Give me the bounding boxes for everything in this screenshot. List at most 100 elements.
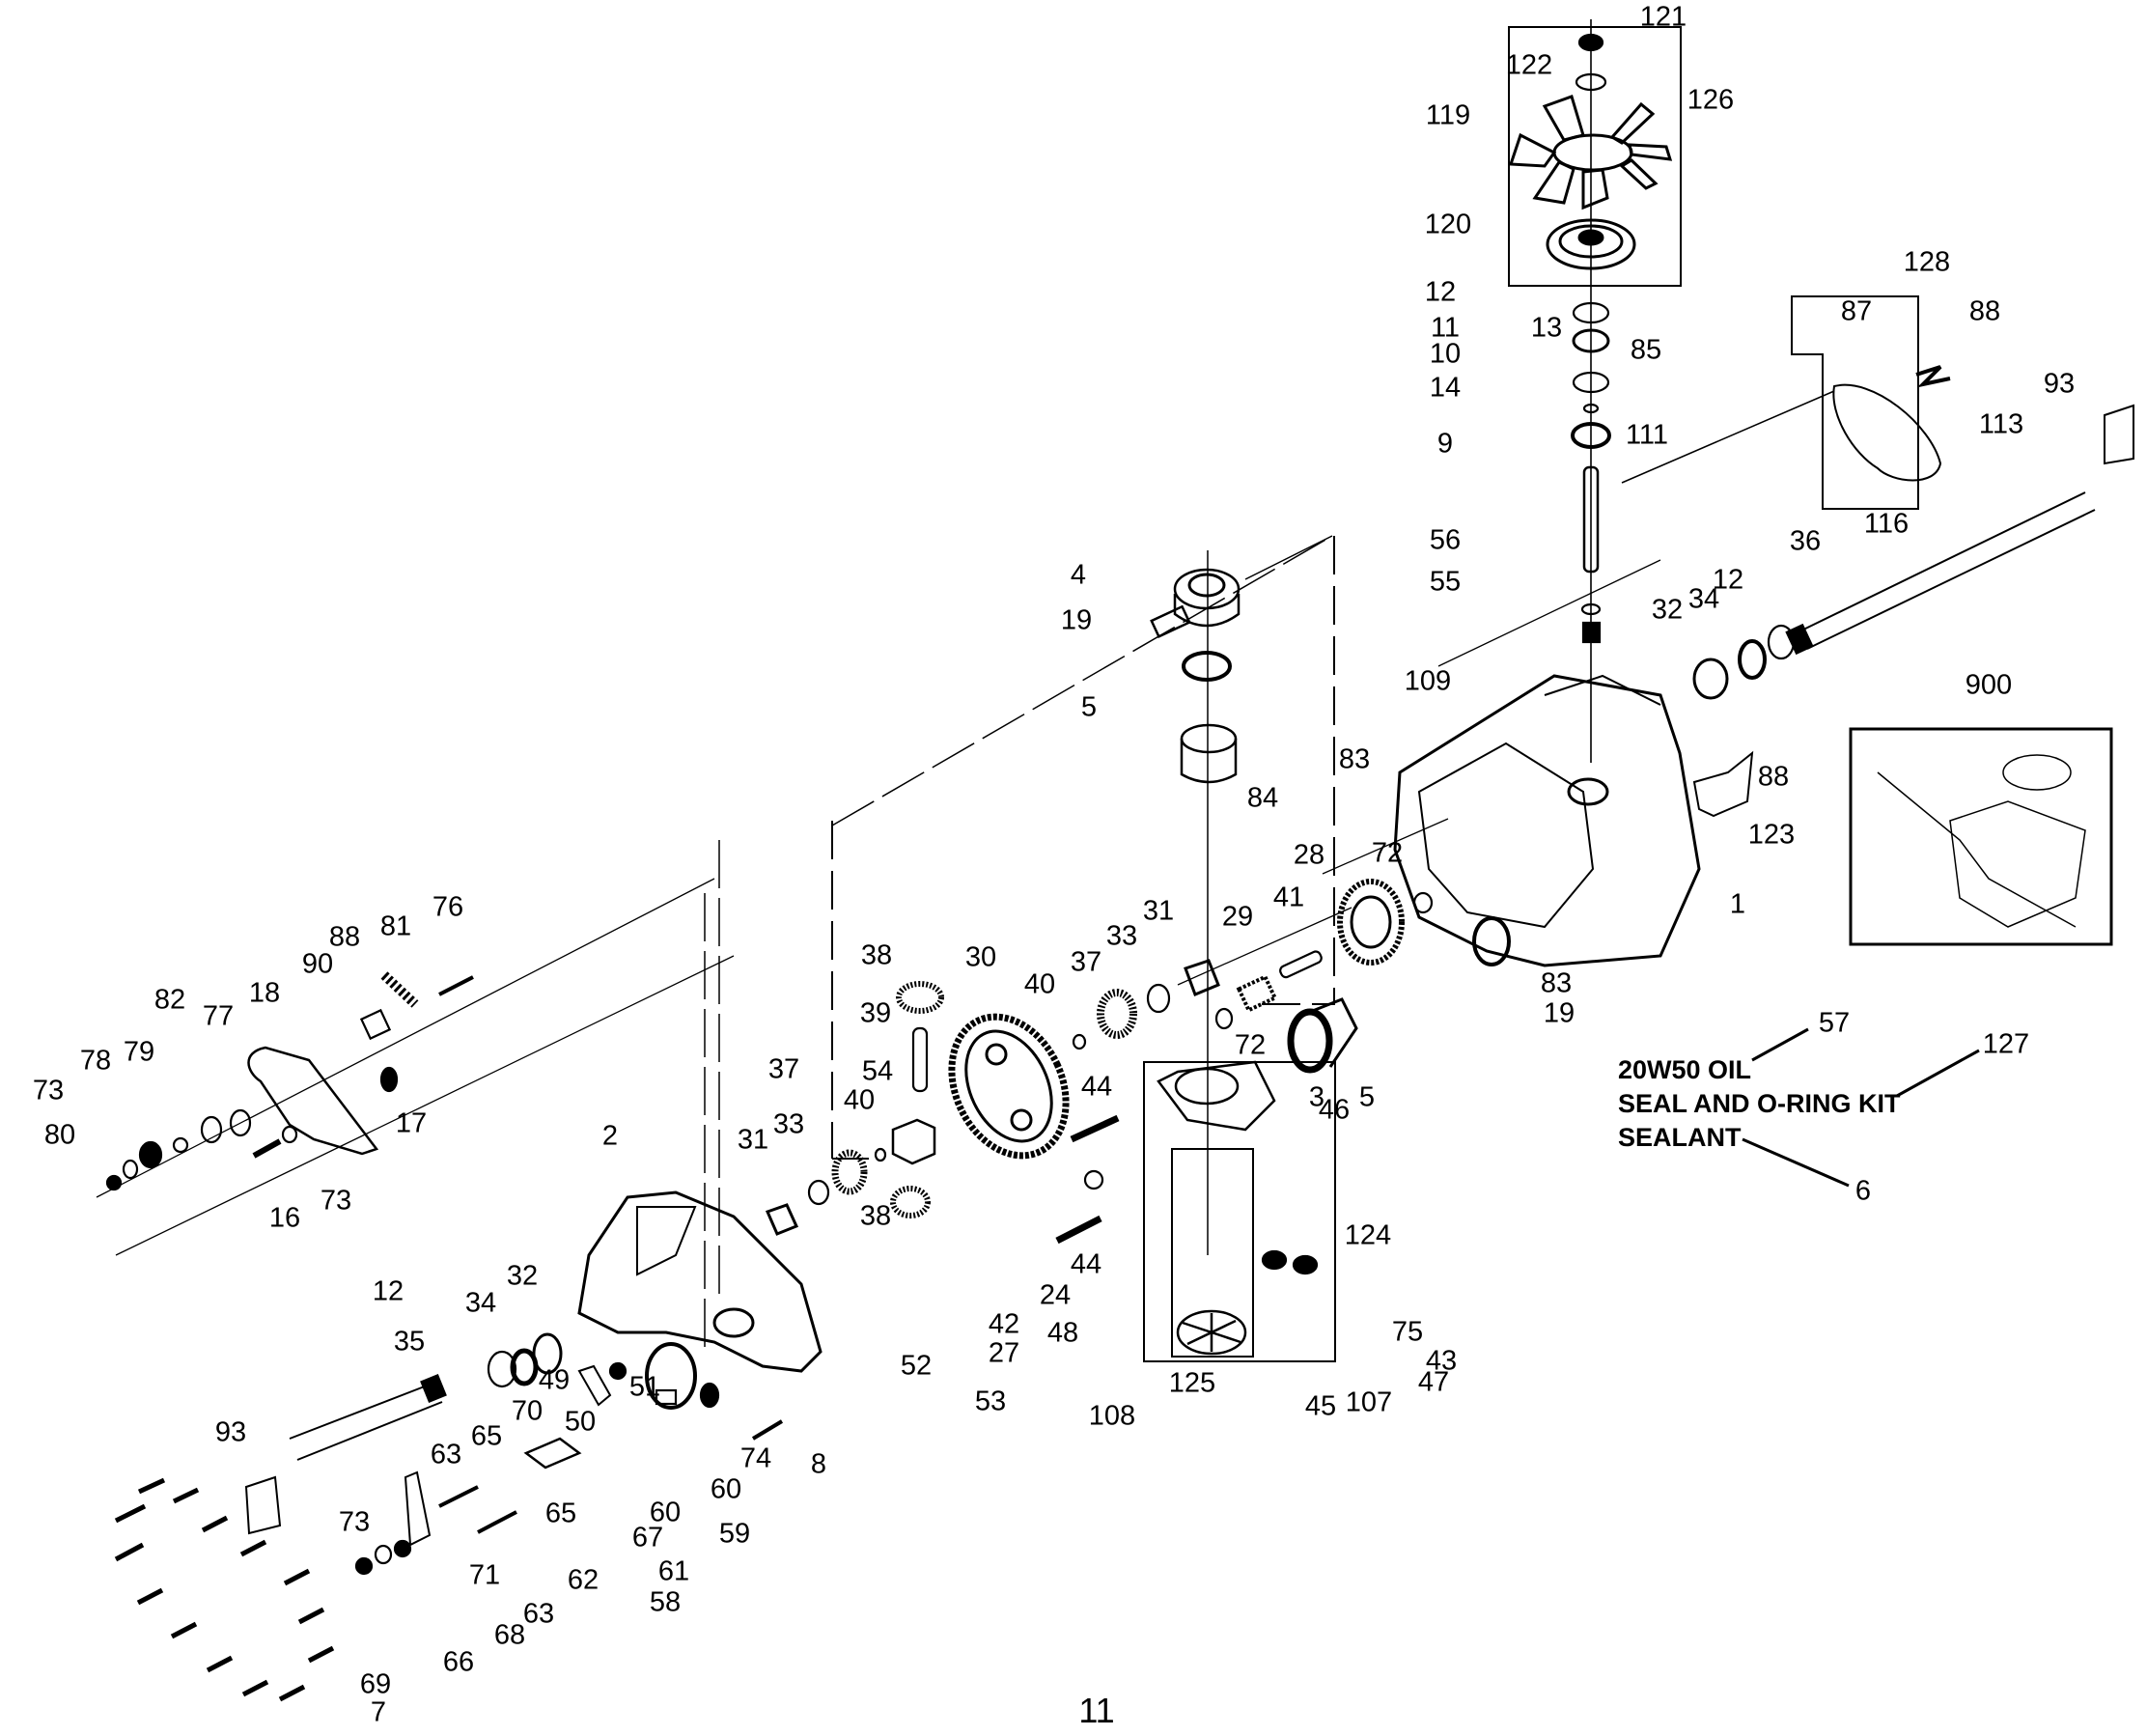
callout-7: 7 — [370, 1696, 387, 1728]
callout-113: 113 — [1978, 408, 2024, 440]
callout-29: 29 — [1221, 901, 1254, 933]
bearing-19-upper-icon — [1182, 651, 1232, 682]
callout-90: 90 — [301, 948, 334, 980]
washer-33-icon — [1146, 983, 1171, 1014]
washer-72-lower-icon — [1214, 1007, 1234, 1030]
callout-16: 16 — [268, 1202, 301, 1234]
seal-34-icon — [1738, 639, 1767, 680]
callout-60: 60 — [649, 1497, 682, 1528]
callout-78: 78 — [79, 1045, 112, 1077]
center-section-4-icon — [1150, 568, 1241, 639]
callout-88: 88 — [1757, 761, 1790, 793]
callout-12: 12 — [1424, 276, 1457, 308]
washer-73-icon — [122, 1159, 139, 1180]
callout-56: 56 — [1429, 524, 1462, 556]
callout-3: 3 — [1308, 1081, 1325, 1113]
o-ring-56-icon — [1580, 602, 1602, 616]
ring-12-icon — [1767, 624, 1796, 660]
bolt-76-icon — [438, 975, 474, 996]
ball-51-icon — [608, 1361, 627, 1381]
callout-49: 49 — [538, 1364, 571, 1396]
retaining-ring-icon — [1572, 301, 1610, 324]
callout-88: 88 — [328, 921, 361, 953]
callout-19: 19 — [1543, 997, 1575, 1029]
callout-84: 84 — [1246, 782, 1279, 814]
callout-37: 37 — [767, 1053, 800, 1085]
bolt-16-icon — [252, 1138, 282, 1159]
cooling-fan-icon — [1508, 95, 1673, 210]
assembly-preview-box — [1849, 727, 2113, 946]
note-seal-kit-text: SEAL AND O-RING KIT — [1618, 1089, 1901, 1118]
callout-47: 47 — [1417, 1366, 1450, 1398]
callout-50: 50 — [564, 1406, 597, 1438]
pulley-59-icon — [645, 1342, 697, 1410]
left-axle-end-icon — [420, 1373, 447, 1404]
brake-arm-icon — [1832, 383, 1942, 482]
callout-63: 63 — [430, 1439, 462, 1470]
callout-12: 12 — [1712, 564, 1744, 596]
callout-119: 119 — [1425, 99, 1471, 131]
frame-lines — [704, 535, 1333, 1357]
left-axle-icon — [289, 1382, 443, 1461]
callout-40: 40 — [843, 1084, 876, 1116]
callout-11: 11 — [1430, 312, 1461, 344]
page-number: 11 — [1078, 1691, 1115, 1730]
seal-19-icon — [1472, 916, 1511, 966]
callout-34: 34 — [1687, 583, 1720, 615]
callout-55: 55 — [1429, 566, 1462, 598]
callout-31: 31 — [1142, 895, 1175, 927]
callout-73: 73 — [32, 1075, 65, 1106]
callout-note-seal-kit: 127 — [1982, 1028, 2030, 1060]
callout-44: 44 — [1070, 1248, 1102, 1280]
callout-33: 33 — [772, 1108, 805, 1140]
washer-72-upper-icon — [1412, 891, 1434, 914]
callout-68: 68 — [493, 1619, 526, 1651]
brake-spring-icon — [1915, 365, 1951, 388]
callout-28: 28 — [1293, 839, 1325, 871]
spring-66-icon — [393, 1539, 412, 1558]
note-sealant: SEALANT — [1618, 1125, 1742, 1151]
callout-69: 69 — [359, 1668, 392, 1700]
washer-77-icon — [229, 1108, 252, 1137]
callout-77: 77 — [202, 1000, 235, 1032]
callout-109: 109 — [1404, 665, 1452, 697]
callout-33: 33 — [1105, 920, 1138, 952]
callout-120: 120 — [1424, 209, 1472, 240]
callout-900: 900 — [1965, 669, 2013, 701]
callout-4: 4 — [1070, 559, 1087, 591]
callout-1: 1 — [1729, 888, 1746, 920]
bushing-55-icon — [1581, 621, 1602, 644]
callout-43: 43 — [1425, 1345, 1458, 1377]
note-oil: 20W50 OIL — [1618, 1057, 1751, 1083]
plug-43-icon — [1261, 1249, 1288, 1271]
callout-36: 36 — [1789, 525, 1822, 557]
callout-51: 51 — [628, 1371, 661, 1403]
callout-122: 122 — [1505, 49, 1553, 81]
washer-82-icon — [200, 1115, 223, 1144]
washer-33-lower-icon — [807, 1179, 830, 1206]
seal-34-lower-icon — [510, 1348, 539, 1386]
callout-71: 71 — [468, 1559, 501, 1591]
callout-124: 124 — [1344, 1219, 1392, 1251]
callout-32: 32 — [506, 1260, 539, 1292]
callout-24: 24 — [1039, 1279, 1072, 1311]
bevel-gear-38-upper-icon — [896, 981, 944, 1014]
callout-60: 60 — [710, 1473, 742, 1505]
callout-76: 76 — [432, 891, 464, 923]
callout-12: 12 — [372, 1275, 404, 1307]
callout-67: 67 — [631, 1522, 664, 1554]
bevel-gear-37-lower-icon — [831, 1149, 868, 1195]
callout-19: 19 — [1060, 604, 1093, 636]
bevel-gear-38-lower-icon — [890, 1186, 931, 1218]
pad-90-icon — [359, 1008, 392, 1041]
arm-58-icon — [523, 1437, 582, 1470]
callout-111: 111 — [1625, 419, 1669, 451]
nut-69-icon — [354, 1556, 374, 1576]
o-ring-icon — [1572, 371, 1610, 394]
callout-39: 39 — [859, 997, 892, 1029]
end-cap-3-icon — [1157, 1060, 1276, 1132]
callout-66: 66 — [442, 1646, 475, 1678]
brake-shaft-85 — [1621, 390, 1835, 484]
callout-83: 83 — [1338, 743, 1371, 775]
